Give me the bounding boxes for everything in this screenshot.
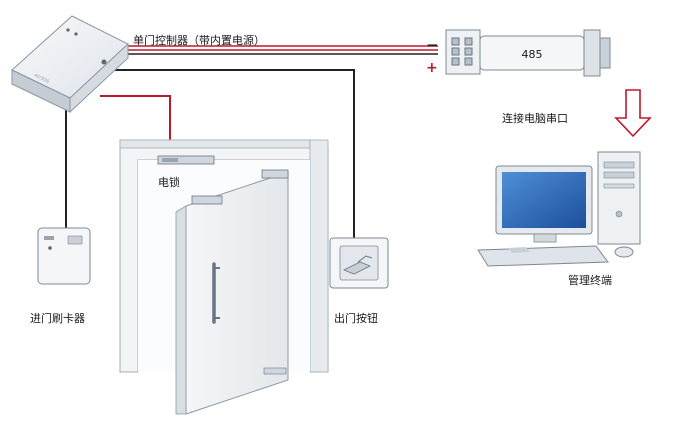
down-arrow-icon (614, 89, 652, 138)
computer-icon (477, 151, 641, 267)
plus-sign: + (426, 60, 438, 76)
exit-wire (112, 69, 355, 238)
wires (65, 45, 438, 238)
terminal-label: 管理终端 (568, 273, 612, 287)
exit-button-icon (329, 237, 389, 289)
card-reader-icon (37, 227, 91, 285)
minus-sign: − (426, 36, 439, 54)
exit-button-label: 出门按钮 (334, 311, 378, 325)
lock-wire (100, 95, 171, 160)
lock-label: 电锁 (158, 175, 180, 189)
svg-text:ACCESS: ACCESS (34, 72, 51, 84)
controller-label: 单门控制器（带内置电源） (133, 33, 265, 47)
serial-port-label: 连接电脑串口 (502, 112, 568, 125)
electric-lock (157, 155, 215, 165)
reader-label: 进门刷卡器 (30, 311, 85, 325)
controller-box: ACCESS (11, 15, 129, 114)
glass-door (175, 169, 289, 415)
rs485-converter: − + 485 (426, 29, 611, 77)
converter-label: 485 (522, 48, 543, 61)
